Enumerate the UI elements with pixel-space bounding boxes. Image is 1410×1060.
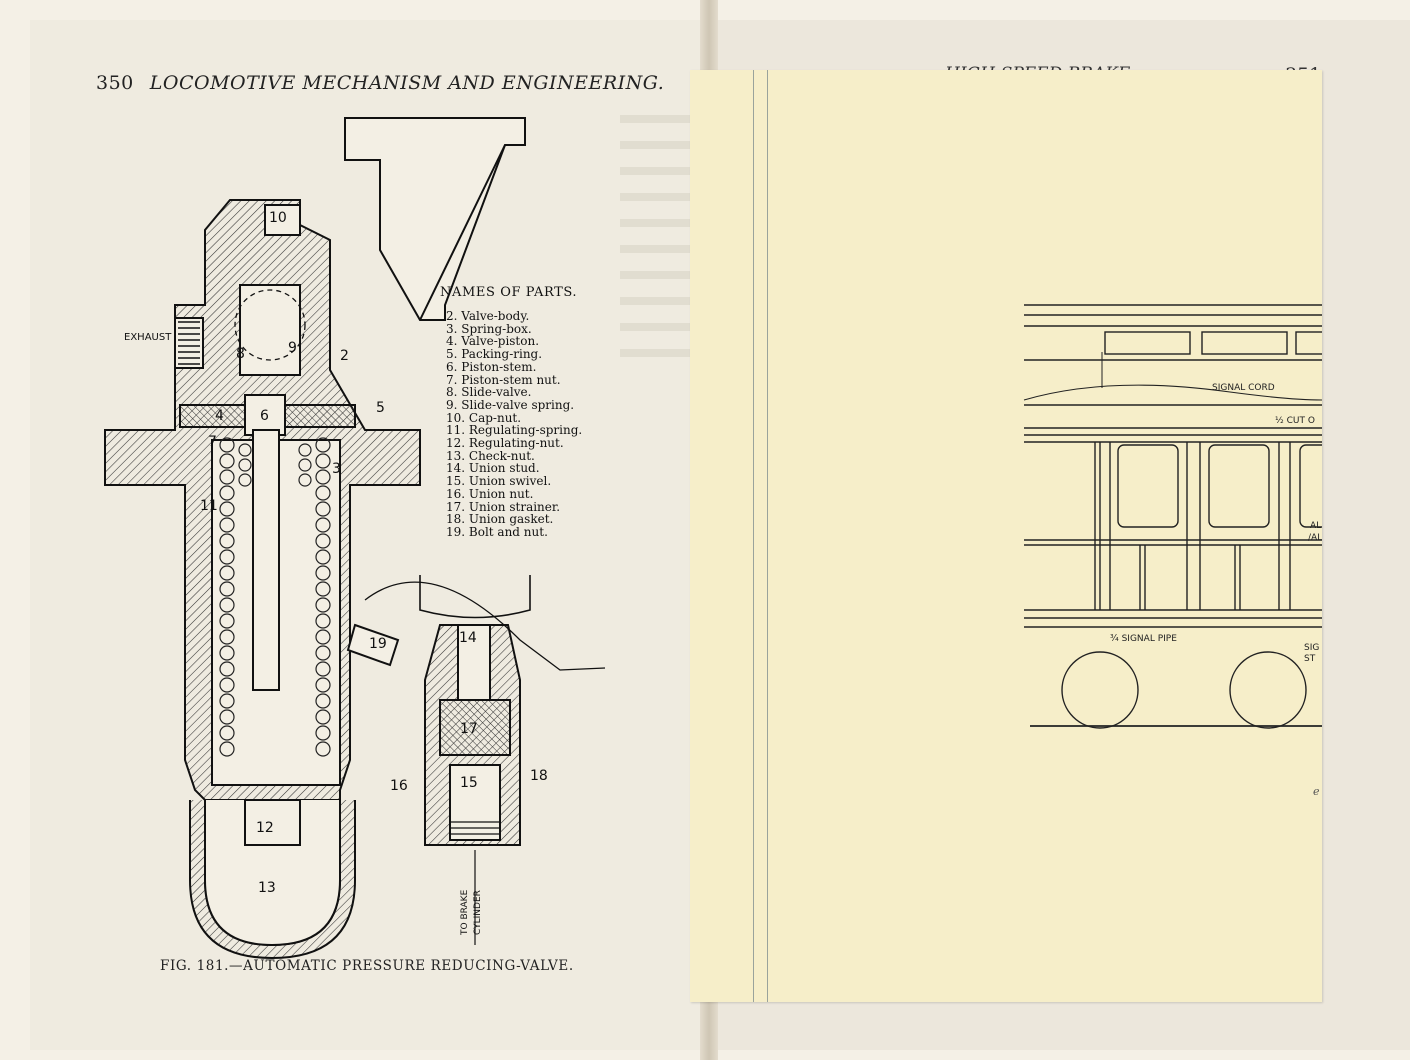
part-item: 11. Regulating-spring.	[446, 423, 583, 438]
label-11: 11	[200, 498, 218, 514]
label-9: 9	[288, 340, 297, 356]
valve-figure: 10 2 8 9 4 6 5 7 3 11 12 13 14 19 17 15 …	[104, 117, 606, 960]
part-item: 17. Union strainer.	[446, 499, 561, 514]
part-item: 7. Piston-stem nut.	[446, 372, 561, 387]
label-18: 18	[530, 768, 548, 784]
label-16: 16	[390, 778, 408, 794]
fold-line	[753, 70, 754, 1002]
car-label-cut-off: ½ CUT O	[1275, 416, 1315, 426]
car-label-signal-cord: SIGNAL CORD	[1212, 383, 1275, 393]
label-10: 10	[269, 210, 287, 226]
part-item: 19. Bolt and nut.	[446, 524, 548, 539]
label-8: 8	[236, 346, 245, 362]
left-head-title: LOCOMOTIVE MECHANISM AND ENGINEERING.	[149, 72, 665, 94]
car-label-st: ST	[1304, 654, 1316, 664]
figure-caption: FIG. 181.—AUTOMATIC PRESSURE REDUCING-VA…	[160, 958, 574, 974]
label-6: 6	[260, 408, 269, 424]
part-item: 15. Union swivel.	[446, 474, 552, 489]
parts-list: 2. Valve-body. 3. Spring-box. 4. Valve-p…	[446, 310, 582, 539]
label-12: 12	[256, 820, 274, 836]
part-item: 18. Union gasket.	[446, 512, 554, 527]
left-page	[30, 20, 720, 1050]
part-item: 13. Check-nut.	[446, 448, 535, 463]
label-4: 4	[215, 408, 224, 424]
foldout-insert: SIGNAL CORD ½ CUT O ¾ SIGNAL PIPE AL /AL…	[690, 70, 1322, 1002]
car-label-signal-pipe: ¾ SIGNAL PIPE	[1110, 634, 1177, 644]
left-page-number: 350	[96, 72, 134, 94]
parts-title: NAMES OF PARTS.	[440, 285, 578, 300]
part-item: 12. Regulating-nut.	[446, 436, 564, 451]
label-17: 17	[460, 721, 478, 737]
part-item: 14. Union stud.	[446, 461, 540, 476]
bleed-through-text	[620, 115, 705, 375]
label-5: 5	[376, 400, 385, 416]
part-item: 2. Valve-body.	[446, 309, 530, 323]
part-item: 3. Spring-box.	[446, 321, 532, 336]
page-edge-mark: e	[1313, 785, 1320, 798]
passenger-car-drawing: SIGNAL CORD ½ CUT O ¾ SIGNAL PIPE AL /AL…	[1023, 304, 1322, 729]
label-15: 15	[460, 775, 478, 791]
label-13: 13	[258, 880, 276, 896]
label-14: 14	[459, 630, 477, 646]
label-19: 19	[369, 636, 387, 652]
part-item: 9. Slide-valve spring.	[446, 397, 575, 412]
fold-line	[767, 70, 768, 1002]
car-label-al2: /AL	[1308, 533, 1322, 543]
part-item: 16. Union nut.	[446, 486, 534, 501]
label-cylinder: CYLINDER	[473, 890, 483, 935]
car-label-sig: SIG	[1304, 643, 1319, 653]
part-item: 10. Cap-nut.	[446, 410, 522, 425]
car-label-al: AL	[1310, 521, 1321, 531]
part-item: 6. Piston-stem.	[446, 359, 537, 374]
parts-legend: NAMES OF PARTS. 2. Valve-body. 3. Spring…	[440, 285, 582, 539]
part-item: 5. Packing-ring.	[446, 347, 543, 362]
label-exhaust: EXHAUST	[124, 332, 172, 343]
label-to-brake: TO BRAKE	[460, 889, 470, 936]
part-item: 4. Valve-piston.	[446, 334, 540, 349]
label-3: 3	[332, 461, 341, 477]
label-2: 2	[340, 348, 349, 364]
part-item: 8. Slide-valve.	[446, 385, 532, 400]
left-running-head: 350 LOCOMOTIVE MECHANISM AND ENGINEERING.	[96, 72, 664, 94]
label-7: 7	[208, 434, 217, 450]
